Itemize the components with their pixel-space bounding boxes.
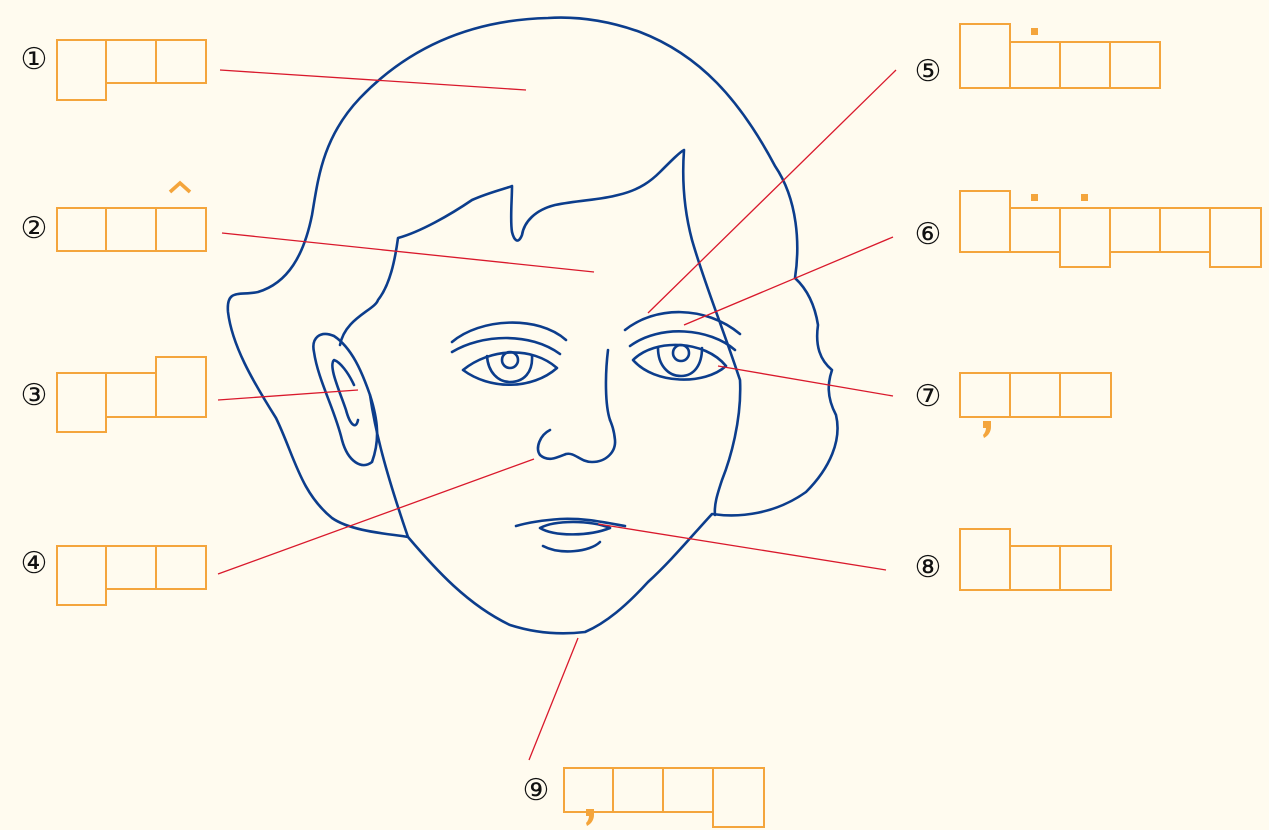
answer-cell[interactable] [1109,41,1161,89]
left-eyebrow-lower [450,336,562,356]
answer-cell[interactable] [712,767,765,828]
right-eye [631,343,728,381]
answer-cell[interactable] [56,372,107,433]
right-eyebrow-lower [628,330,737,352]
left-ear [312,332,379,467]
answer-cell[interactable] [56,545,107,606]
answer-cell[interactable] [959,23,1011,89]
left-ear-inner [331,358,360,427]
pointer-line-7 [717,365,894,397]
dot-mark [1031,28,1038,35]
pointer-line-9 [528,637,579,761]
answer-cell[interactable] [959,372,1011,418]
answer-cell[interactable] [56,207,107,252]
dot-mark [1031,194,1038,201]
face-outline [226,16,839,635]
label-6: ⑥ [914,217,942,252]
answer-cell[interactable] [662,767,714,813]
answer-cell[interactable] [56,39,107,101]
pointer-line-3 [217,389,359,401]
answer-cell[interactable] [155,545,207,590]
label-7: ⑦ [914,379,942,414]
answer-cell[interactable] [1009,41,1061,89]
upper-lip [514,517,627,528]
answer-cell[interactable] [155,39,207,84]
answer-cell[interactable] [1109,207,1161,253]
answer-cell[interactable] [1159,207,1211,253]
label-2: ② [20,211,48,246]
hairline [338,148,742,517]
comma-mark [983,421,991,438]
label-5: ⑤ [914,54,942,89]
circumflex-mark [168,180,192,194]
label-1: ① [20,42,48,77]
right-iris [656,346,704,378]
dot-mark [1081,194,1088,201]
right-eyebrow [623,310,742,336]
label-3: ③ [20,378,48,413]
answer-cell[interactable] [155,356,207,418]
label-9: ⑨ [522,773,550,808]
answer-cell[interactable] [1209,207,1262,268]
nose [536,418,617,464]
left-eyebrow [450,321,568,344]
answer-cell[interactable] [1059,372,1112,418]
left-pupil [500,350,520,370]
answer-cell[interactable] [155,207,207,252]
answer-cell[interactable] [1059,545,1112,591]
right-pupil [671,343,691,363]
pointer-line-4 [217,458,535,575]
answer-cell[interactable] [105,545,157,590]
mouth-line [538,520,612,536]
answer-cell[interactable] [105,207,157,252]
left-eye [461,351,559,386]
answer-cell[interactable] [959,190,1011,253]
pointer-line-5 [647,69,897,314]
pointer-line-6 [683,236,894,326]
answer-cell[interactable] [563,767,614,813]
answer-cell[interactable] [105,39,157,84]
pointer-line-2 [221,232,595,273]
pointer-line-1 [219,69,527,91]
label-8: ⑧ [914,550,942,585]
answer-cell[interactable] [1059,41,1111,89]
answer-cell[interactable] [1009,545,1061,591]
label-4: ④ [20,546,48,581]
jaw-left [368,393,410,539]
comma-mark [586,809,594,826]
nose-bridge [604,348,612,422]
answer-cell[interactable] [1009,207,1061,253]
answer-cell[interactable] [1059,207,1111,268]
pointer-line-8 [597,523,887,571]
answer-cell[interactable] [612,767,664,813]
lower-lip [541,540,602,553]
answer-cell[interactable] [1009,372,1061,418]
left-iris [485,354,534,384]
answer-cell[interactable] [105,372,157,418]
answer-cell[interactable] [959,528,1011,591]
